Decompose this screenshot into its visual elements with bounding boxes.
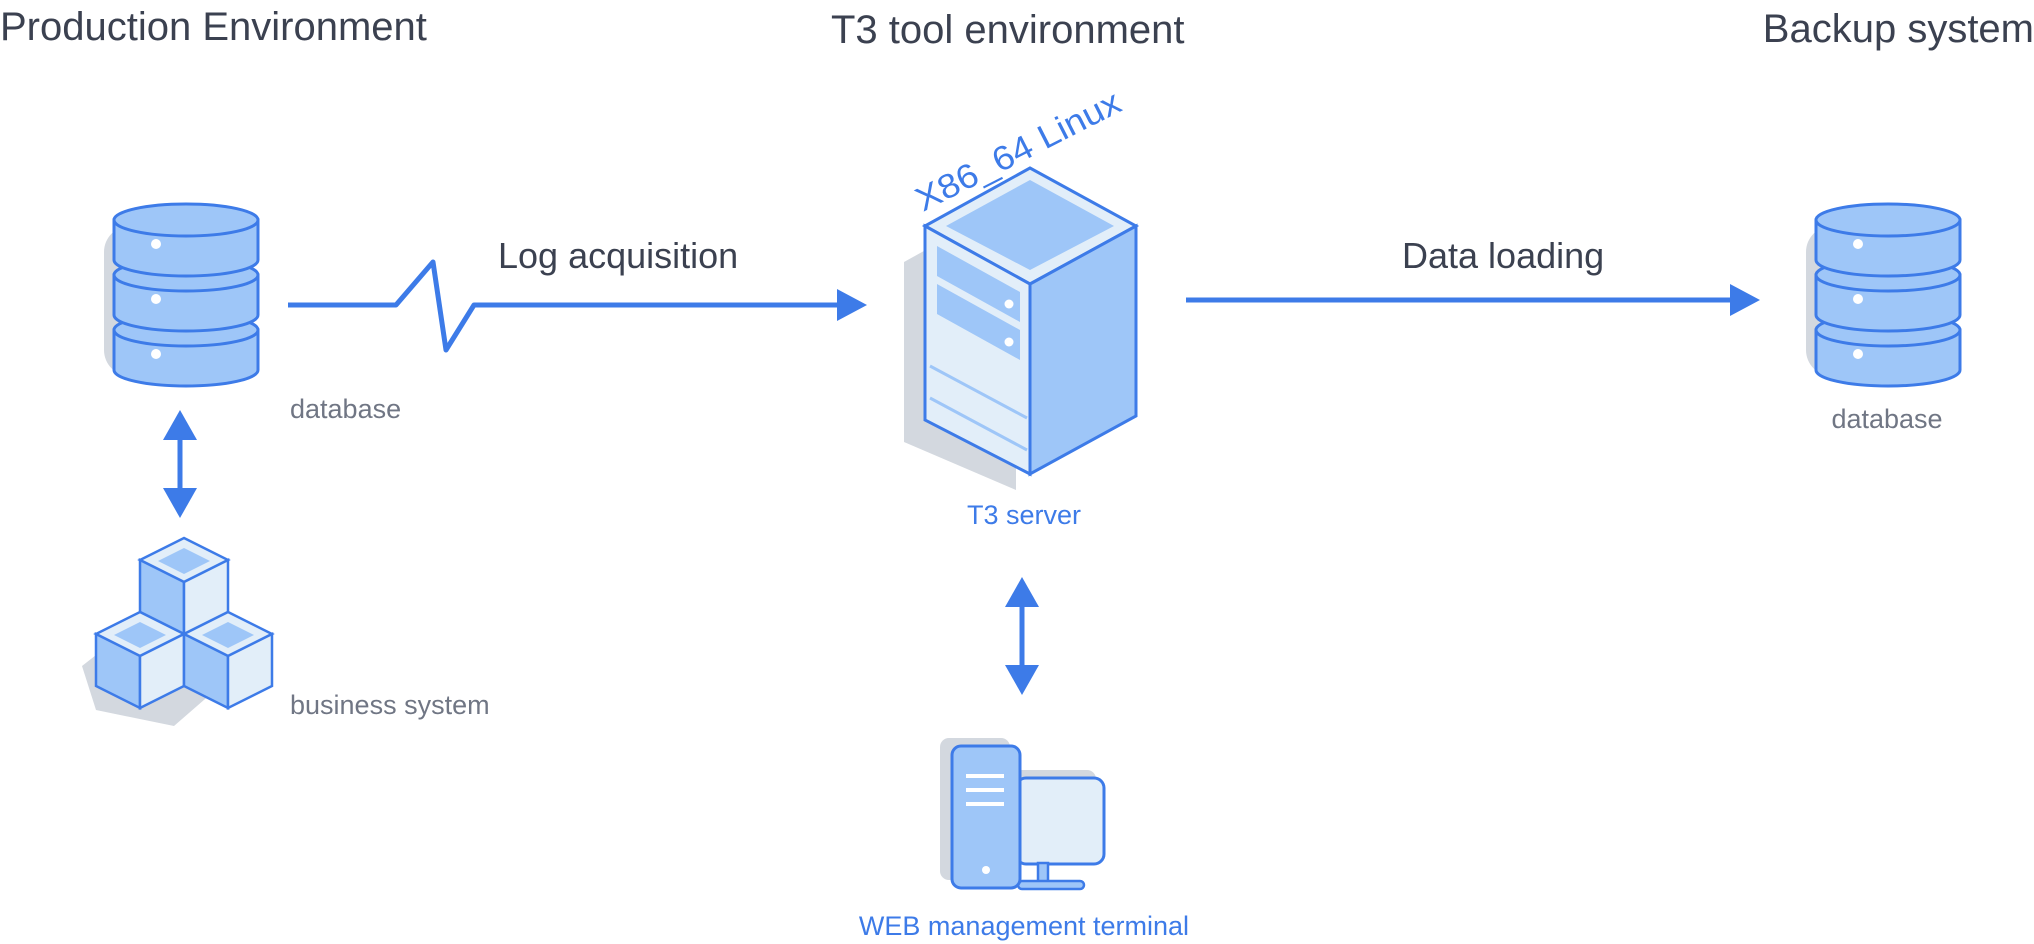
log-acquisition-label: Log acquisition xyxy=(498,235,738,276)
data-loading-label: Data loading xyxy=(1402,235,1604,276)
heading-backup-system: Backup system xyxy=(1763,7,2034,51)
heading-production-environment: Production Environment xyxy=(0,5,427,49)
business-system-label: business system xyxy=(290,690,490,720)
server-web-double-arrow xyxy=(1005,577,1039,695)
db-business-double-arrow xyxy=(163,410,197,518)
data-loading-arrow xyxy=(1186,284,1760,316)
t3-server-icon xyxy=(904,166,1140,490)
backup-database-icon xyxy=(1806,204,1960,386)
production-database-label: database xyxy=(290,394,401,424)
heading-t3-tool-environment: T3 tool environment xyxy=(831,8,1185,52)
business-system-icon xyxy=(82,536,274,726)
production-database-icon xyxy=(104,204,258,386)
backup-database-label: database xyxy=(1831,404,1942,434)
log-acquisition-arrow xyxy=(288,259,867,353)
t3-server-label: T3 server xyxy=(967,500,1081,530)
web-terminal-label: WEB management terminal xyxy=(859,911,1189,941)
computer-icon xyxy=(940,738,1106,891)
